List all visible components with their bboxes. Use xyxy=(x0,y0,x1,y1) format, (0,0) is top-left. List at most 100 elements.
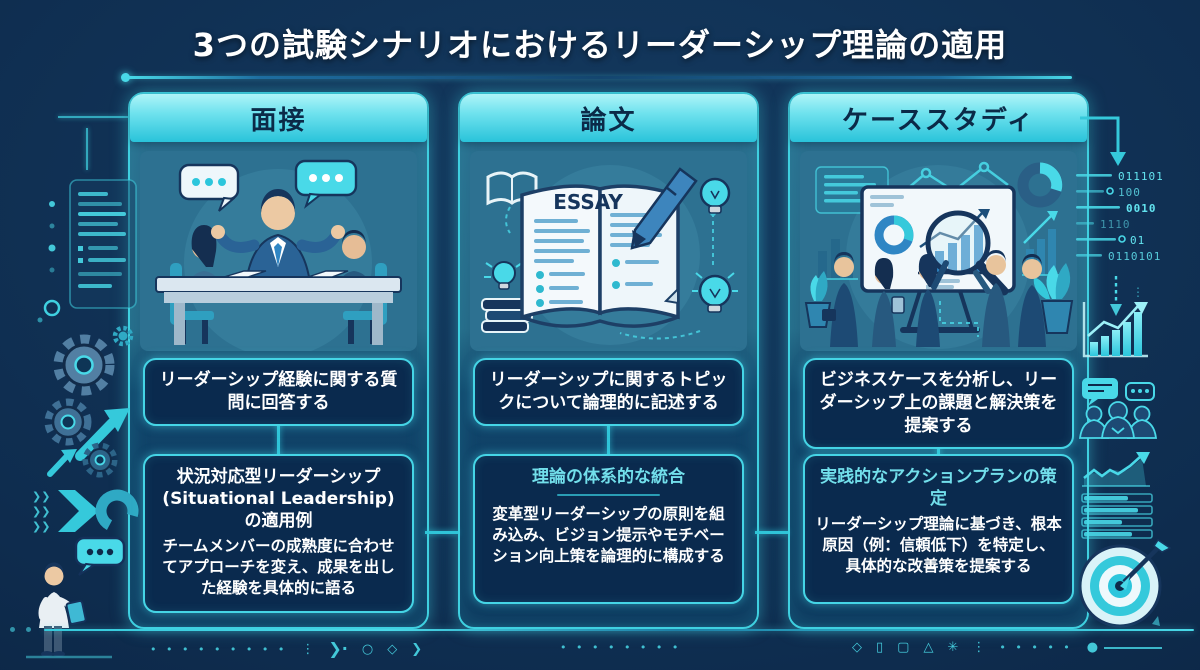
svg-text:⋮: ⋮ xyxy=(1132,285,1144,299)
dots-row: • • • • • • • • • xyxy=(150,642,288,656)
column-header: ケーススタディ xyxy=(790,94,1087,142)
gear-icon xyxy=(53,334,115,396)
essay-scene-art: ESSAY xyxy=(470,151,747,351)
circle-icon: ○ xyxy=(361,641,374,657)
svg-text:❯❯: ❯❯ xyxy=(32,505,50,518)
dots-column xyxy=(48,201,56,273)
speech-bubble-icon xyxy=(294,159,358,209)
lightbulb-icon xyxy=(484,261,523,290)
diamond-icon: ◇ xyxy=(387,641,398,657)
dot xyxy=(37,317,43,323)
dashed-flow-line xyxy=(939,301,979,337)
arrow-up-icon xyxy=(47,449,77,477)
column-essay: 論文 xyxy=(458,92,759,629)
essay-illustration: ESSAY xyxy=(470,151,747,351)
footer-symbols-left: • • • • • • • • • ⋮ ❯· ○ ◇ ❯ xyxy=(150,641,422,657)
magnifier-icon xyxy=(925,210,1009,296)
right-margin-decor: 011101 100 0010 1110 01 0110101 ⋮ xyxy=(1076,116,1172,628)
bottom-divider-line xyxy=(44,629,1194,631)
pen-icon xyxy=(630,167,698,250)
application-box: 状況対応型リーダーシップ (Situational Leadership) の適… xyxy=(143,454,414,613)
growth-bar-chart-icon xyxy=(1082,302,1148,358)
donut-chart-icon xyxy=(1017,162,1063,208)
binary-row: 01 xyxy=(1130,234,1145,247)
heading-divider xyxy=(556,494,661,497)
clipboard-icon xyxy=(65,600,87,625)
team-discussion-icon xyxy=(1078,378,1158,439)
footer-symbols-right: ◇ ▯ ▢ △ ✳ ⋮ • • • • • ● xyxy=(852,640,1163,655)
dots-row: • • • • • xyxy=(999,641,1073,654)
application-heading: 実践的なアクションプランの策定 xyxy=(820,467,1057,510)
task-text: リーダーシップに関するトピックについて論理的に記述する xyxy=(489,370,728,413)
frame-connector-left xyxy=(58,116,128,118)
application-heading: 状況対応型リーダーシップ (Situational Leadership) の適… xyxy=(162,467,395,532)
svg-text:❯❯: ❯❯ xyxy=(32,490,50,503)
diamond-icon: ◇ xyxy=(852,640,862,655)
separator-dots-icon: ⋮ xyxy=(301,641,315,657)
progress-list-icon xyxy=(1081,493,1153,539)
square-icon: ▢ xyxy=(897,640,910,655)
connector-line xyxy=(607,392,610,468)
speech-bubble-icon xyxy=(74,536,126,576)
interview-illustration xyxy=(140,151,417,351)
svg-text:❯❯: ❯❯ xyxy=(32,520,50,533)
person-figure xyxy=(916,254,949,347)
case-study-illustration xyxy=(800,151,1077,351)
title-underline xyxy=(121,73,1072,82)
application-box: 実践的なアクションプランの策定 リーダーシップ理論に基づき、根本原因（例：信頼低… xyxy=(803,454,1074,604)
column-interview: 面接 xyxy=(128,92,429,629)
dot xyxy=(26,627,31,632)
tail-line xyxy=(1104,646,1163,649)
people-group xyxy=(822,250,1046,347)
inter-card-connector xyxy=(755,531,788,534)
rect-icon: ▯ xyxy=(876,640,884,655)
person-figure xyxy=(973,250,1010,347)
task-box: ビジネスケースを分析し、リーダーシップ上の課題と解決策を提案する xyxy=(803,358,1074,449)
dot-icon: ● xyxy=(1086,640,1099,655)
person-figure xyxy=(872,258,905,347)
frame-line-left xyxy=(86,128,88,170)
trend-chart-icon xyxy=(1082,452,1150,487)
dots-row: • • • • • • • • xyxy=(560,641,682,654)
small-chevrons-icon: ❯❯ ❯❯ ❯❯ xyxy=(32,490,50,533)
task-text: リーダーシップ経験に関する質問に回答する xyxy=(159,370,398,413)
case-study-scene-art xyxy=(800,151,1077,351)
application-body: リーダーシップ理論に基づき、根本原因（例：信頼低下）を特定し、具体的な改善策を提… xyxy=(815,515,1062,575)
binary-code: 011101 100 0010 1110 01 0110101 xyxy=(1076,170,1163,263)
binary-row: 1110 xyxy=(1100,218,1131,231)
binary-row: 0010 xyxy=(1126,202,1157,215)
circle-outline-icon xyxy=(43,299,61,317)
person-clipboard-figure xyxy=(26,536,126,659)
chevron-icon: ❯ xyxy=(411,641,423,657)
arrow-down-icon xyxy=(1080,116,1126,166)
table xyxy=(155,270,402,345)
column-header: 面接 xyxy=(130,94,427,142)
column-title: 面接 xyxy=(250,105,307,136)
gear-icon xyxy=(82,442,118,478)
dashed-arrow-down-icon: ⋮ xyxy=(1110,276,1144,316)
application-body: 変革型リーダーシップの原則を組み込み、ビジョン提示やモチベーション向上策を論理的… xyxy=(492,505,725,565)
binary-row: 100 xyxy=(1118,186,1141,199)
connector-line xyxy=(277,392,280,468)
gear-icon xyxy=(112,325,134,347)
chevron-icon: ❯· xyxy=(328,639,348,658)
lightbulb-icon xyxy=(692,272,738,313)
task-text: ビジネスケースを分析し、リーダーシップ上の課題と解決策を提案する xyxy=(819,370,1058,436)
gear-icon xyxy=(44,398,92,446)
document-lines-icon xyxy=(69,179,137,309)
column-title: 論文 xyxy=(580,105,637,136)
essay-label: ESSAY xyxy=(553,190,623,214)
application-box: 理論の体系的な統合 変革型リーダーシップの原則を組み込み、ビジョン提示やモチベー… xyxy=(473,454,744,604)
donut-chart-icon xyxy=(874,215,914,255)
column-header: 論文 xyxy=(460,94,757,142)
person-figure xyxy=(1018,254,1046,347)
lightbulb-icon xyxy=(699,177,731,214)
dart-icon xyxy=(1120,538,1172,590)
dot xyxy=(10,627,15,632)
left-margin-decor: ❯❯ ❯❯ ❯❯ xyxy=(26,179,139,659)
task-box: リーダーシップ経験に関する質問に回答する xyxy=(143,358,414,426)
chevron-arrow-icon xyxy=(58,490,99,532)
bullet-list xyxy=(536,259,659,307)
ring-segment-icon xyxy=(95,489,139,533)
task-box: リーダーシップに関するトピックについて論理的に記述する xyxy=(473,358,744,426)
